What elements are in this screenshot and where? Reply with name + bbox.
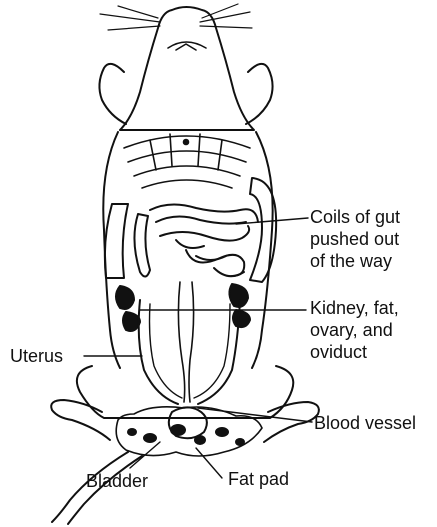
label-coils-of-gut: Coils of gut pushed out of the way <box>310 206 400 272</box>
gut-coils <box>134 204 258 276</box>
blood-vessel-main <box>178 282 193 402</box>
head <box>120 7 254 130</box>
front-leg-right <box>246 64 273 124</box>
fat-pad-blobs <box>127 424 245 446</box>
label-kidney-line-2: ovary, and <box>310 319 399 341</box>
label-bladder: Bladder <box>86 470 148 492</box>
rib-cage <box>124 134 250 188</box>
uterine-horn-left <box>139 300 178 404</box>
label-coils-line-2: pushed out <box>310 228 400 250</box>
body-wall-flap-left <box>105 204 128 278</box>
label-blood-vessel: Blood vessel <box>314 412 416 434</box>
label-kidney-line-1: Kidney, fat, <box>310 297 399 319</box>
label-coils-line-1: Coils of gut <box>310 206 400 228</box>
label-kidney-line-3: oviduct <box>310 341 399 363</box>
leader-fat-pad <box>196 448 222 478</box>
torso <box>103 132 272 368</box>
label-uterus: Uterus <box>10 345 63 367</box>
label-coils-line-3: of the way <box>310 250 400 272</box>
front-leg-left <box>99 64 126 124</box>
label-kidney-fat-ovary-oviduct: Kidney, fat, ovary, and oviduct <box>310 297 399 363</box>
bladder-shape <box>169 407 207 438</box>
label-fat-pad: Fat pad <box>228 468 289 490</box>
uterine-horn-left-inner <box>150 304 183 398</box>
fat-pad-mass <box>116 407 262 456</box>
hind-leg-left <box>51 400 110 440</box>
mouth <box>168 42 206 50</box>
